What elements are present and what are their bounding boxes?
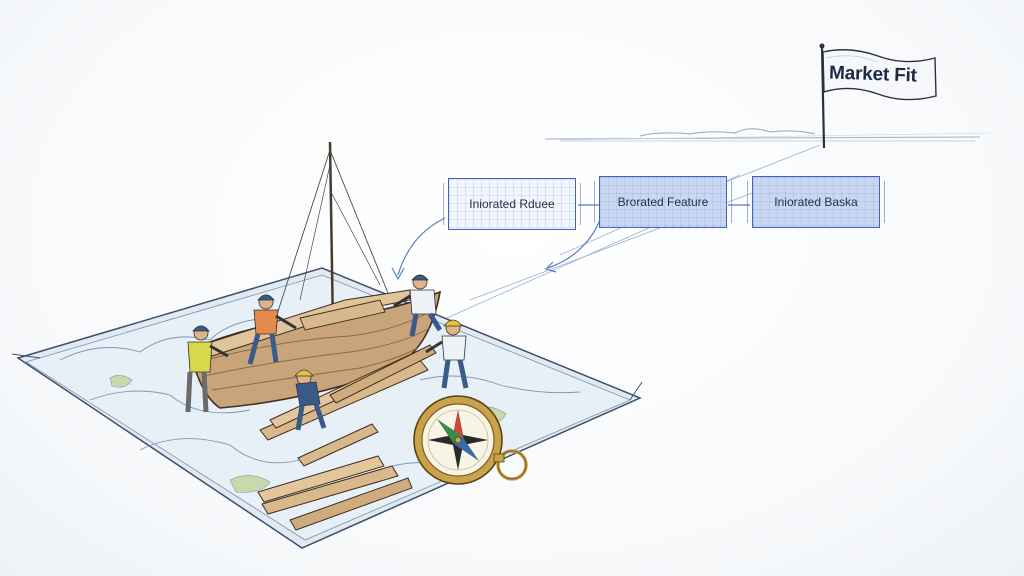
- worker-icon: [294, 369, 327, 431]
- milestone-label-1: Iniorated Rduee: [469, 197, 555, 211]
- worker-icon: [393, 274, 443, 337]
- worker-icon: [247, 294, 297, 365]
- worker-icon: [185, 325, 229, 413]
- milestone-box-1: Iniorated Rduee: [443, 178, 581, 230]
- worker-icon: [425, 319, 469, 389]
- milestone-label-2: Brorated Feature: [617, 195, 709, 209]
- horizon-line: [544, 128, 991, 142]
- compass-icon: [413, 395, 528, 485]
- market-fit-flag-label: Market Fit: [828, 62, 918, 87]
- perspective-lines: [419, 144, 821, 331]
- connector-arrows: [391, 204, 750, 281]
- milestone-box-2: Brorated Feature: [594, 176, 732, 228]
- flag-icon: [819, 43, 937, 149]
- milestone-box-3: Iniorated Baska: [747, 176, 885, 228]
- milestone-label-3: Iniorated Baska: [774, 195, 858, 209]
